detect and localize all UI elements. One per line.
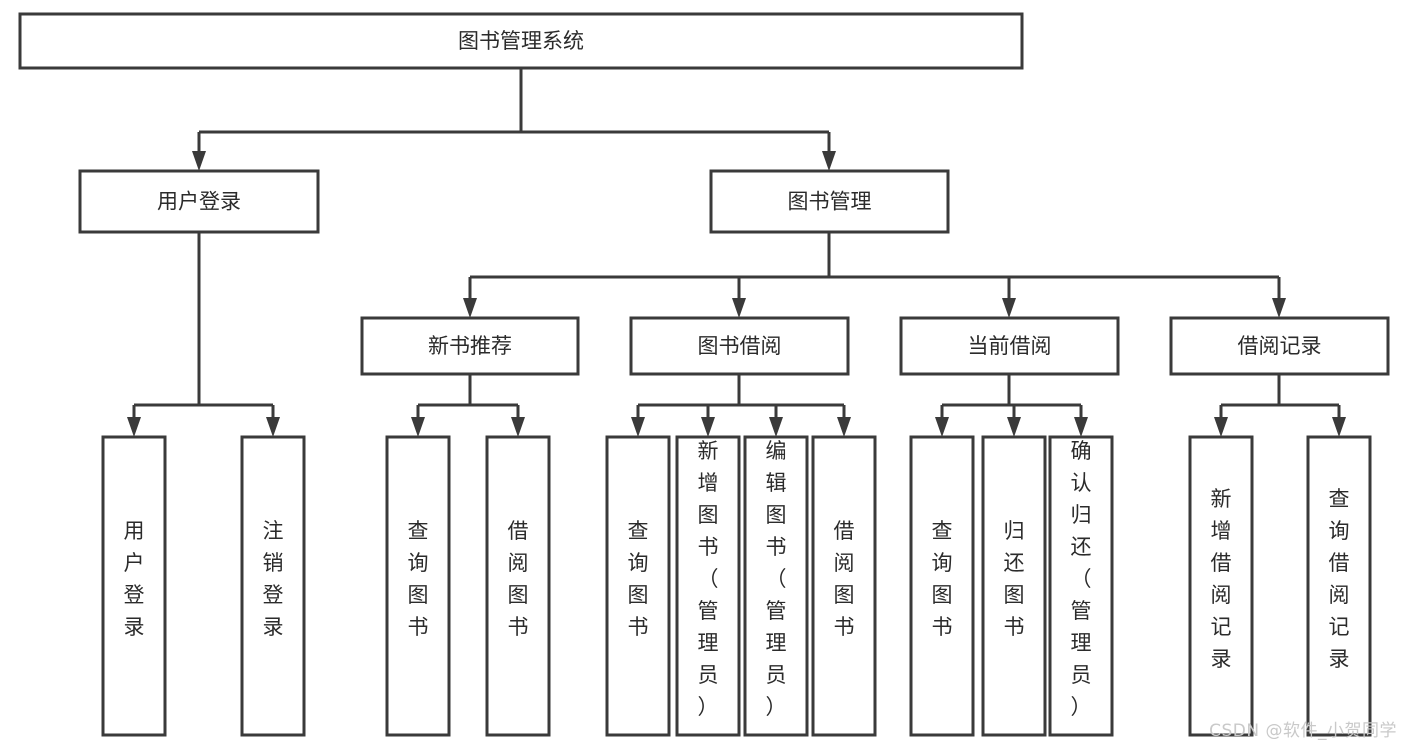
arrow-head-icon <box>701 417 715 437</box>
arrow-head-icon <box>127 417 141 437</box>
arrow-head-icon <box>837 417 851 437</box>
arrow-head-icon <box>935 417 949 437</box>
arrow-head-icon <box>1002 298 1016 318</box>
node-box[interactable] <box>675 435 741 737</box>
arrow-head-icon <box>266 417 280 437</box>
node-label: 借阅图书 <box>834 519 855 639</box>
arrow-head-icon <box>411 417 425 437</box>
node-leaf-user-login[interactable]: 用户登录 <box>101 435 167 737</box>
arrow-head-icon <box>511 417 525 437</box>
node-leaf-return-book[interactable]: 归还图书 <box>981 435 1047 737</box>
node-box[interactable] <box>899 316 1120 376</box>
node-label: 查询图书 <box>932 519 953 639</box>
arrow-head-icon <box>192 151 206 171</box>
node-leaf-add-record[interactable]: 新增借阅记录 <box>1188 435 1254 737</box>
arrow-head-icon <box>1007 417 1021 437</box>
arrow-head-icon <box>463 298 477 318</box>
node-leaf-borrow-book-1[interactable]: 借阅图书 <box>485 435 551 737</box>
node-label: 图书管理系统 <box>458 29 584 53</box>
node-root[interactable]: 图书管理系统 <box>18 12 1024 70</box>
node-box[interactable] <box>360 316 580 376</box>
node-borrow-record[interactable]: 借阅记录 <box>1169 316 1390 376</box>
node-label: 查询借阅记录 <box>1329 487 1350 671</box>
node-box[interactable] <box>485 435 551 737</box>
arrow-head-icon <box>631 417 645 437</box>
node-book-borrow[interactable]: 图书借阅 <box>629 316 850 376</box>
node-box[interactable] <box>981 435 1047 737</box>
node-label: 编辑图书（管理员） <box>766 439 787 719</box>
node-leaf-query-book-1[interactable]: 查询图书 <box>385 435 451 737</box>
node-leaf-borrow-book-2[interactable]: 借阅图书 <box>811 435 877 737</box>
node-leaf-query-record[interactable]: 查询借阅记录 <box>1306 435 1372 737</box>
node-leaf-query-book-2[interactable]: 查询图书 <box>605 435 671 737</box>
node-box[interactable] <box>811 435 877 737</box>
node-box[interactable] <box>605 435 671 737</box>
arrow-head-icon <box>732 298 746 318</box>
node-current-borrow[interactable]: 当前借阅 <box>899 316 1120 376</box>
node-label: 归还图书 <box>1004 519 1025 639</box>
watermark-label: CSDN @软件_小贺同学 <box>1209 721 1397 741</box>
node-new-book-rec[interactable]: 新书推荐 <box>360 316 580 376</box>
node-box[interactable] <box>101 435 167 737</box>
node-box[interactable] <box>629 316 850 376</box>
node-label: 新书推荐 <box>428 334 512 358</box>
connectors-layer <box>127 68 1346 437</box>
node-leaf-edit-book[interactable]: 编辑图书（管理员） <box>743 435 809 737</box>
node-label: 当前借阅 <box>968 334 1052 358</box>
arrow-head-icon <box>769 417 783 437</box>
node-box[interactable] <box>743 435 809 737</box>
node-label: 确认归还（管理员） <box>1071 439 1092 719</box>
arrow-head-icon <box>1074 417 1088 437</box>
node-label: 图书借阅 <box>698 334 782 358</box>
node-leaf-logout[interactable]: 注销登录 <box>240 435 306 737</box>
node-label: 查询图书 <box>408 519 429 639</box>
node-label: 借阅图书 <box>508 519 529 639</box>
node-label: 注销登录 <box>263 519 284 639</box>
node-book-manage[interactable]: 图书管理 <box>709 169 950 234</box>
node-leaf-query-book-3[interactable]: 查询图书 <box>909 435 975 737</box>
arrow-head-icon <box>1332 417 1346 437</box>
node-box[interactable] <box>1188 435 1254 737</box>
node-box[interactable] <box>709 169 950 234</box>
node-label: 查询图书 <box>628 519 649 639</box>
node-user-login[interactable]: 用户登录 <box>78 169 320 234</box>
nodes-layer: 图书管理系统用户登录图书管理新书推荐图书借阅当前借阅借阅记录用户登录注销登录查询… <box>18 12 1390 737</box>
arrow-head-icon <box>1272 298 1286 318</box>
node-label: 用户登录 <box>124 519 145 639</box>
node-box[interactable] <box>1048 435 1114 737</box>
arrow-head-icon <box>1214 417 1228 437</box>
node-label: 图书管理 <box>788 190 872 214</box>
node-box[interactable] <box>385 435 451 737</box>
node-label: 用户登录 <box>157 190 241 214</box>
node-box[interactable] <box>240 435 306 737</box>
node-leaf-add-book[interactable]: 新增图书（管理员） <box>675 435 741 737</box>
node-label: 借阅记录 <box>1238 334 1322 358</box>
node-box[interactable] <box>909 435 975 737</box>
node-box[interactable] <box>78 169 320 234</box>
arrow-head-icon <box>822 151 836 171</box>
node-box[interactable] <box>1169 316 1390 376</box>
node-box[interactable] <box>18 12 1024 70</box>
node-leaf-confirm-return[interactable]: 确认归还（管理员） <box>1048 435 1114 737</box>
node-box[interactable] <box>1306 435 1372 737</box>
node-label: 新增借阅记录 <box>1211 487 1232 671</box>
node-label: 新增图书（管理员） <box>698 439 719 719</box>
